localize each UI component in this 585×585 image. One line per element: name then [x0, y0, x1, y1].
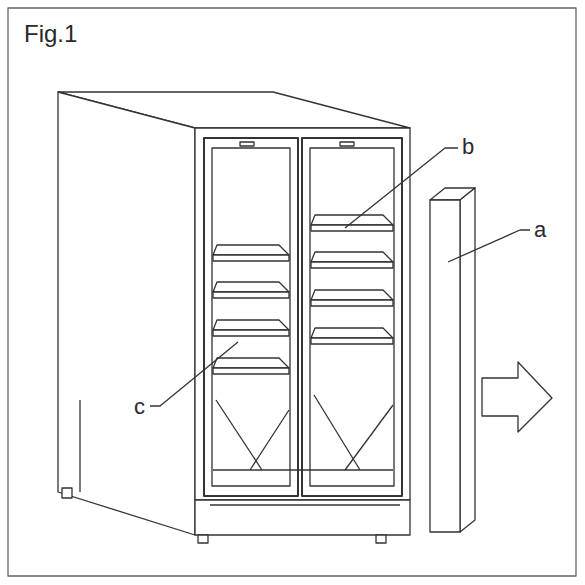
callout-letter: c: [133, 396, 146, 418]
trim-side: [460, 188, 475, 532]
leader-line: [150, 342, 238, 406]
shelf: [213, 282, 289, 292]
shelves: [213, 215, 393, 470]
bottom-rack: [213, 469, 393, 470]
shelf-front: [311, 225, 393, 231]
door-hinge-mark: [340, 142, 354, 146]
bottom-rack: [216, 400, 262, 470]
callout-letter: b: [461, 136, 475, 158]
bottom-rack: [250, 410, 289, 470]
shelf: [213, 320, 289, 330]
shelf-front: [213, 330, 289, 336]
figure-frame: [8, 8, 576, 576]
shelf: [213, 245, 289, 255]
shelf: [311, 328, 393, 338]
trim-front: [430, 200, 460, 532]
foot: [62, 488, 72, 498]
callout-letter: a: [533, 219, 547, 241]
shelf: [311, 290, 393, 300]
leader-line: [448, 230, 530, 262]
shelf: [311, 252, 393, 262]
shelf-front: [311, 262, 393, 268]
side-step: [79, 400, 80, 492]
left-door-frame: [204, 138, 298, 496]
direction-arrow: [482, 362, 552, 432]
cabinet-front: [195, 128, 410, 500]
kick-plate: [195, 500, 410, 535]
cabinet-side: [58, 92, 195, 535]
foot: [198, 535, 208, 543]
kick-plate-edge: [210, 504, 400, 505]
shelf: [311, 215, 393, 225]
right-door-frame: [302, 138, 402, 496]
shelf-front: [311, 300, 393, 306]
shelf-front: [213, 292, 289, 298]
figure-title: Fig.1: [24, 22, 77, 46]
left-door-glass: [212, 148, 290, 486]
shelf-front: [213, 368, 289, 374]
leader-line: [345, 148, 458, 228]
shelf-front: [311, 338, 393, 344]
shelf-front: [213, 255, 289, 261]
foot: [376, 535, 386, 543]
door-hinge-mark: [240, 142, 254, 146]
bottom-rack: [345, 405, 393, 470]
shelf: [213, 358, 289, 368]
